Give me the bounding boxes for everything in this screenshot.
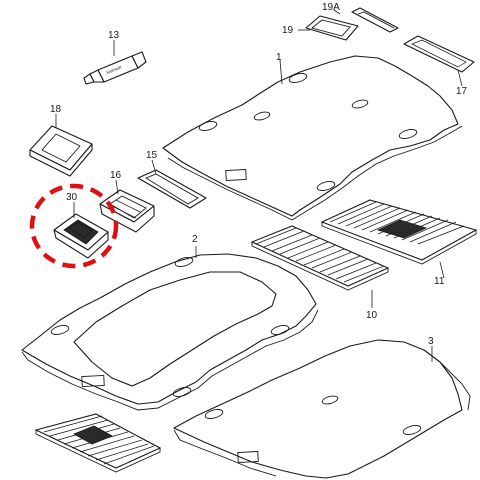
callout-30: 30 [66,192,78,203]
panel-part-10 [250,225,390,291]
console-part-16 [99,189,155,233]
callout-3: 3 [428,336,434,347]
callout-15: 15 [146,150,158,161]
component-part-30 [53,213,109,259]
headliner-part-2 [21,253,319,411]
callout-1: 1 [276,52,282,63]
tube-label: Klebstoff [106,64,123,75]
frame-part-15 [137,169,207,209]
bracket-part-18 [29,125,93,177]
callout-10: 10 [366,310,378,321]
callout-18: 18 [50,104,62,115]
callout-2: 2 [192,234,198,245]
headliner-part-3 [173,339,471,479]
callout-13: 13 [108,30,120,41]
callout-17: 17 [456,86,468,97]
callouts: 13 19A 19 1 17 18 16 15 30 2 11 10 3 [50,2,468,347]
callout-19A: 19A [322,2,340,13]
adhesive-tube-part-13: Klebstoff [83,51,147,85]
highlight-circle [29,183,119,269]
callout-11: 11 [434,276,445,287]
leader-lines [55,9,463,362]
callout-16: 16 [110,170,122,181]
frame-part-17 [403,35,475,73]
callout-19: 19 [282,25,294,36]
frame-part-19 [305,15,359,41]
panel-part-11 [320,199,478,265]
clip-part-19A [351,7,399,33]
panel-bottom-left [34,413,162,473]
headliner-part-1 [162,55,463,221]
